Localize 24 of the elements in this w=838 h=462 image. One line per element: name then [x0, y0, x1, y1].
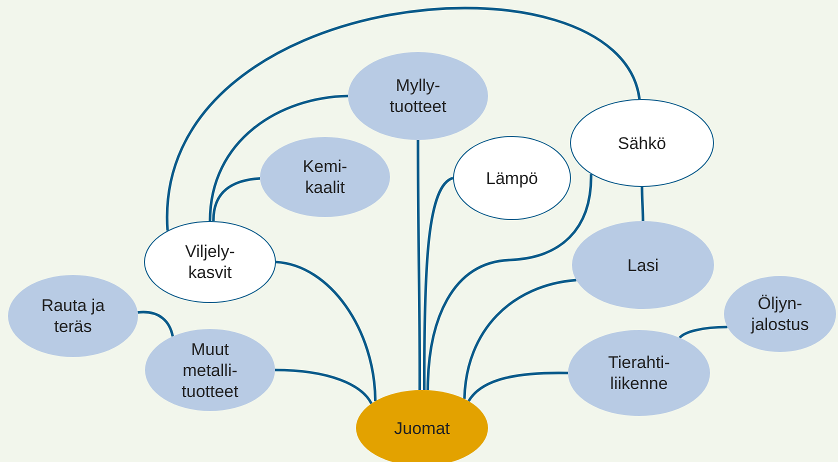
connector-line — [416, 140, 422, 390]
node-label: Rauta ja teräs — [40, 295, 106, 337]
node-label: Juomat — [393, 418, 451, 438]
connector-line — [678, 326, 728, 339]
node-label: Lämpö — [485, 168, 539, 188]
node-label: Sähkö — [616, 132, 668, 154]
connector-line — [463, 278, 576, 399]
node-label: Viljely-kasvit — [184, 241, 236, 283]
connector-line — [274, 368, 373, 404]
node-label: Tierahti-liikenne — [607, 352, 671, 394]
node-label: Kemi-kaalit — [302, 156, 348, 198]
connector-line — [138, 310, 174, 337]
connector-line — [423, 176, 454, 390]
node-label: Mylly-tuotteet — [388, 75, 448, 117]
connector-line — [166, 7, 641, 231]
node-label: Muut metalli-tuotteet — [180, 338, 240, 402]
connector-line — [276, 260, 377, 402]
connector-line — [640, 187, 644, 221]
node-label: Lasi — [626, 254, 660, 276]
connector-line — [212, 177, 260, 222]
connector-line — [468, 372, 568, 402]
connector-line — [208, 94, 348, 222]
node-label: Öljyn-jalostus — [750, 293, 810, 335]
connector-line — [426, 174, 592, 390]
